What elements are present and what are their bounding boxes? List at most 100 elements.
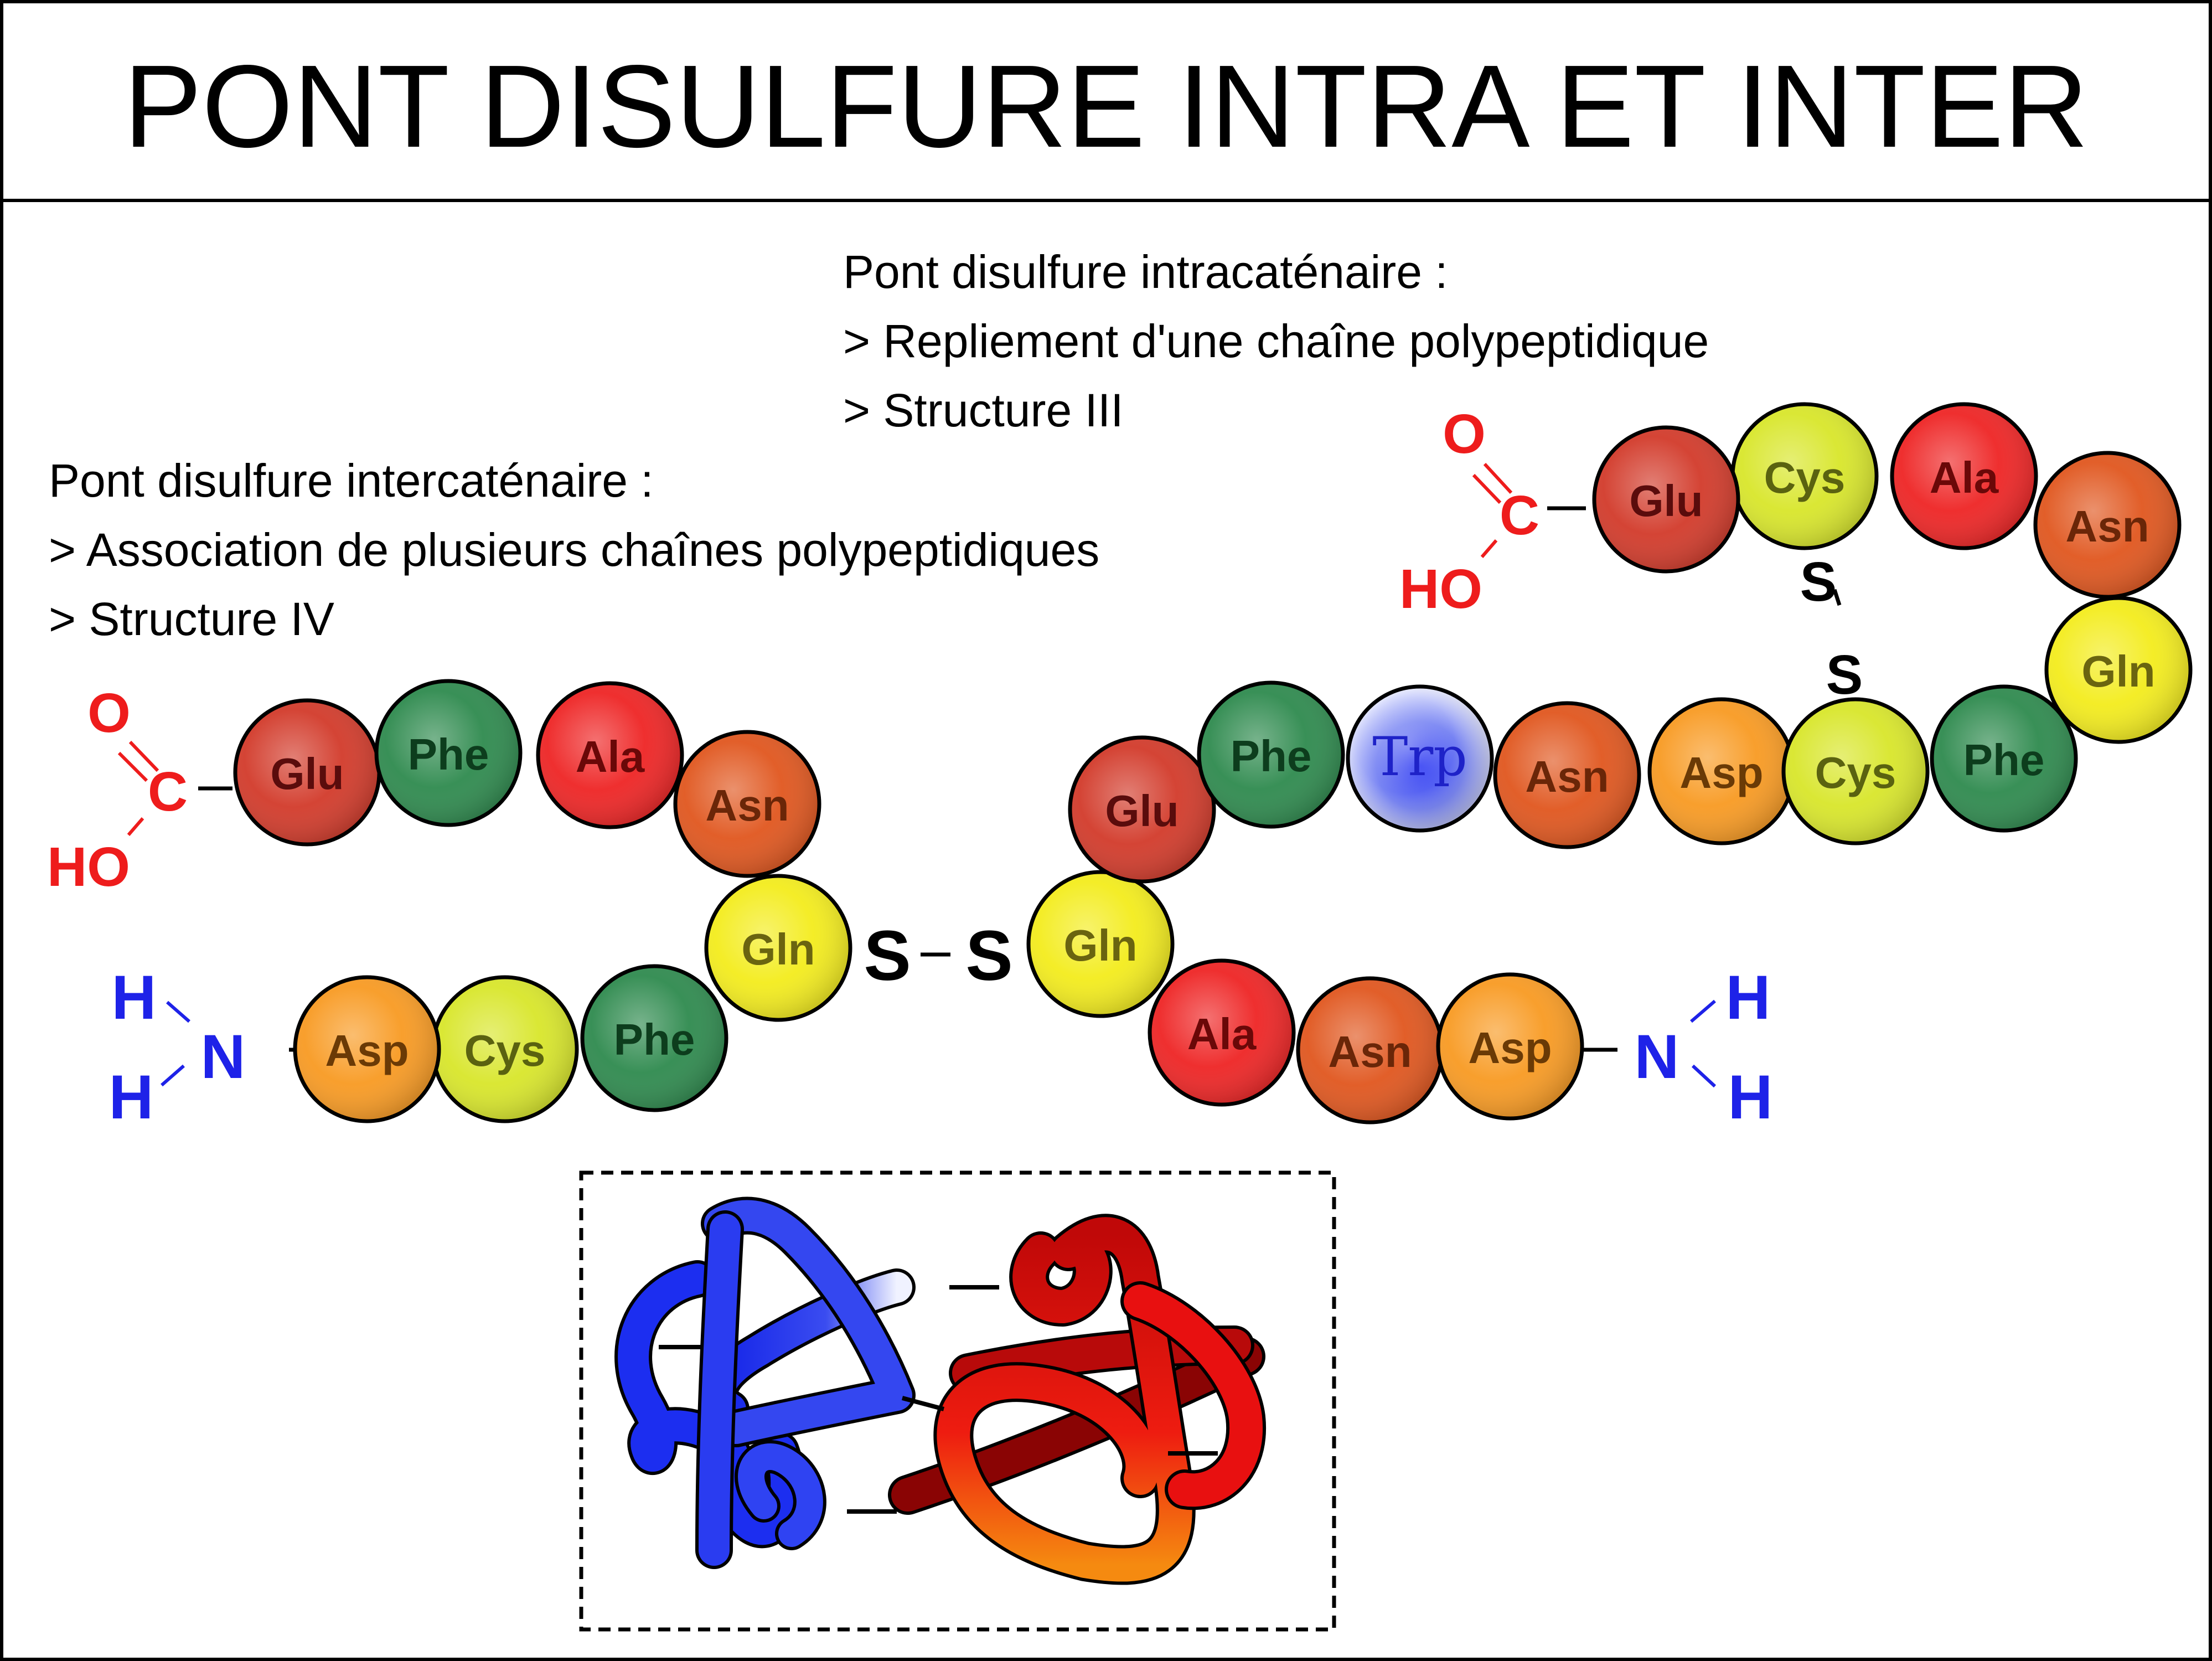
bead-label: Asp [325,1026,409,1075]
bead-label: Cys [1815,748,1896,797]
bead-shading [1072,740,1212,879]
bead-label: Asn [1328,1027,1412,1076]
quaternary-disulfide-bonds [659,1285,1218,1514]
amino-acid-gln: Gln [704,874,852,1022]
right-amine-n: N [1635,1022,1679,1091]
bead-label: Gln [741,925,815,974]
bead-shading [1596,430,1736,569]
amino-acid-ala: Ala [536,681,684,829]
bead-shading [540,685,680,825]
bead-label: Phe [408,730,489,779]
left-amine-group: H N H [109,963,246,1132]
amino-acid-glu: Glu [1592,425,1740,574]
left-carboxyl-ho: HO [47,836,130,898]
amino-acid-phe: Phe [374,679,523,827]
intra-caption: Pont disulfure intracaténaire : > Replie… [843,246,1709,436]
amino-acid-asp: Asp [1647,697,1796,845]
amino-acid-asp: Asp [293,975,441,1123]
amino-acid-asn: Asn [1493,701,1641,849]
amino-acid-gln: Gln [1026,870,1175,1018]
bead-shading [2038,455,2177,595]
bead-label: Phe [1231,731,1312,781]
bead-shading [1350,689,1490,828]
bead-shading [237,703,377,842]
left-carboxyl-c: C [148,761,188,823]
intra-line2: > Structure III [843,384,1124,436]
bead-shading [1152,963,1291,1102]
amino-acid-phe: Phe [580,964,728,1112]
bead-label: Trp [1372,726,1467,788]
bead-shading [1786,701,1925,841]
left-carboxyl-group: O C HO [47,682,188,898]
bead-label: Ala [576,732,645,781]
bead-shading [585,968,724,1108]
bead-shading [1031,874,1170,1014]
inter-heading: Pont disulfure intercaténaire : [49,455,654,507]
bead-shading [297,979,437,1119]
disulfide-labels: S S S S [864,551,1863,995]
intra-s-bottom: S [1826,644,1863,706]
bead-label: Gln [1063,921,1137,970]
intra-s-top: S [1800,551,1837,613]
intra-heading: Pont disulfure intracaténaire : [843,246,1448,298]
amino-acid-glu: Glu [1068,735,1216,884]
bead-label: Asn [705,781,789,830]
bead-shading [1300,981,1440,1120]
bead-label: Gln [2081,647,2155,696]
bond-lines [198,506,1842,1052]
left-carboxyl-o: O [87,682,131,744]
amino-acid-ala: Ala [1890,402,2038,550]
amino-acid-phe: Phe [1930,684,2078,833]
bead-shading [1201,685,1341,824]
bead-label: Glu [270,749,344,798]
bead-label: Cys [1764,453,1846,502]
amino-acid-gln: Gln [2044,596,2193,744]
right-amine-h-bottom: H [1728,1062,1773,1132]
bead-label: Asp [1679,748,1763,797]
amino-acid-asp: Asp [1436,972,1584,1121]
amino-acid-asn: Asn [673,730,821,878]
amino-acid-cys: Cys [1781,697,1930,845]
bead-label: Ala [1930,453,1999,502]
left-amine-n: N [201,1022,246,1091]
right-carboxyl-group: O C HO [1399,403,1539,620]
amino-acid-ala: Ala [1148,958,1296,1107]
intra-line1: > Repliement d'une chaîne polypeptidique [843,315,1709,367]
bead-label: Ala [1187,1009,1257,1059]
bead-shading [2049,600,2188,740]
bead-label: Cys [464,1026,546,1075]
right-carboxyl-c: C [1500,484,1539,546]
amino-acid-phe: Phe [1197,680,1345,829]
bead-shading [379,683,518,823]
amino-acid-asn: Asn [2033,451,2182,599]
amino-acid-trp: Trp [1346,684,1494,833]
left-amine-h-top: H [112,963,157,1032]
bead-shading [709,878,848,1018]
right-carboxyl-o: O [1443,403,1486,465]
amino-acid-glu: Glu [233,698,381,847]
inter-line1: > Association de plusieurs chaînes polyp… [49,524,1099,576]
inter-s-right: S [965,916,1012,995]
bead-label: Phe [1963,735,2045,785]
bead-shading [1497,705,1637,845]
amino-acid-cys: Cys [1730,402,1879,550]
bead-label: Asp [1468,1023,1552,1072]
bead-shading [435,979,575,1119]
bead-shading [1735,406,1874,546]
quaternary-structure-box [579,1170,1336,1632]
bead-label: Glu [1105,786,1179,835]
inter-line2: > Structure IV [49,593,334,645]
bead-label: Glu [1629,476,1703,525]
bead-shading [1652,701,1791,841]
inter-caption: Pont disulfure intercaténaire : > Associ… [49,455,1099,645]
amino-acid-cys: Cys [431,975,579,1123]
inter-s-left: S [864,916,911,995]
bead-label: Asn [1525,752,1609,801]
bead-shading [1934,689,2074,828]
bead-shading [1894,406,2034,546]
bead-label: Asn [2065,502,2149,551]
bead-shading [678,734,817,874]
right-amine-h-top: H [1726,963,1771,1032]
